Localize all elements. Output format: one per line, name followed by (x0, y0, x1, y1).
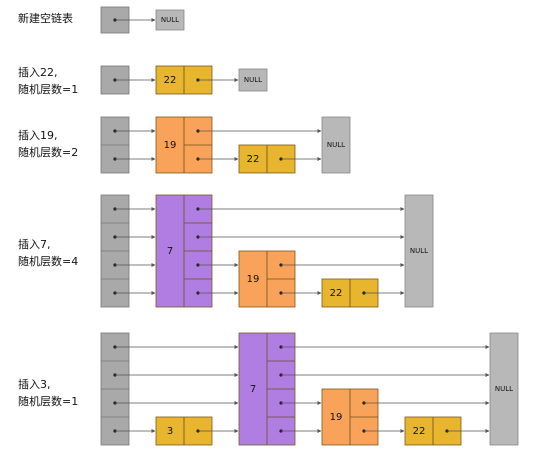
null-node (155, 9, 185, 31)
step-title: 插入7, (18, 238, 51, 251)
null-label: NULL (495, 385, 513, 393)
step-label-new-list: 新建空链表 (18, 10, 73, 27)
step-label-insert-3: 插入3, 随机层数=1 (18, 376, 78, 410)
node-value-22: 22 (413, 426, 426, 437)
step-level: 随机层数=2 (18, 146, 79, 159)
node-value-7: 7 (250, 384, 256, 395)
node-value-3: 3 (167, 426, 173, 437)
step-title: 插入19, (18, 129, 58, 142)
step-title: 插入3, (18, 378, 51, 391)
null-node (404, 194, 434, 308)
null-node (489, 332, 519, 446)
step-level: 随机层数=1 (18, 395, 79, 408)
node-value-19: 19 (330, 412, 343, 423)
node-value-22: 22 (164, 75, 177, 86)
step-level: 随机层数=1 (18, 83, 79, 96)
node-value-22: 22 (247, 154, 260, 165)
step-label-insert-19: 插入19, 随机层数=2 (18, 127, 78, 161)
null-label: NULL (244, 76, 262, 84)
step-label-insert-22: 插入22, 随机层数=1 (18, 64, 78, 98)
node-value-7: 7 (167, 246, 173, 257)
node-value-19: 19 (164, 140, 177, 151)
step-title: 插入22, (18, 66, 58, 79)
step-label-insert-7: 插入7, 随机层数=4 (18, 236, 78, 270)
step-title: 新建空链表 (18, 12, 73, 25)
null-label: NULL (410, 247, 428, 255)
null-node (238, 68, 268, 92)
node-value-19: 19 (247, 274, 260, 285)
step-level: 随机层数=4 (18, 255, 79, 268)
null-node (321, 116, 351, 174)
null-label: NULL (327, 141, 345, 149)
node-value-22: 22 (330, 288, 343, 299)
null-label: NULL (161, 16, 179, 24)
